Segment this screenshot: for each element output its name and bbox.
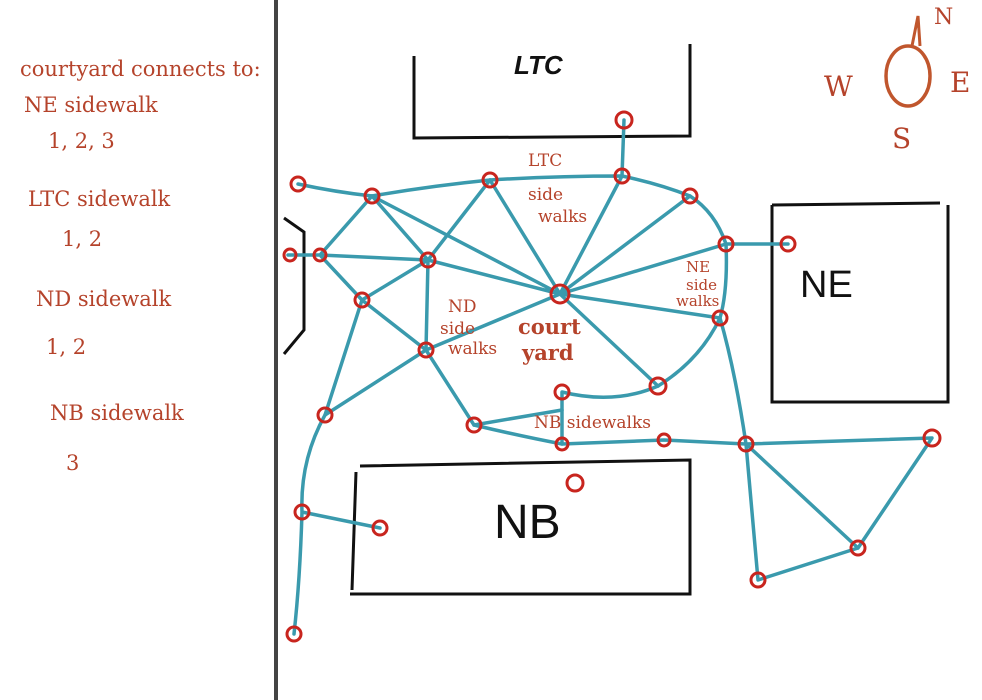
node <box>316 406 334 424</box>
sidewalk-network <box>286 118 934 636</box>
nb-sidewalks-label: NB sidewalks <box>534 413 651 433</box>
ltc-building-label: LTC <box>514 50 564 80</box>
node <box>779 235 797 253</box>
courtyard-spokes <box>370 174 728 388</box>
node <box>312 247 328 263</box>
nb-building <box>350 458 692 596</box>
node <box>656 432 672 448</box>
node <box>285 625 303 643</box>
node <box>614 110 634 130</box>
node <box>549 283 571 305</box>
note-ltc-sidewalk: LTC sidewalk <box>28 187 171 211</box>
ne-sidewalks-label-2: side <box>686 276 717 294</box>
node <box>717 235 735 253</box>
west-south-path <box>292 413 382 636</box>
compass-north-arrow <box>910 15 922 47</box>
notes-panel: courtyard connects to: NE sidewalk 1, 2,… <box>20 57 261 475</box>
node <box>553 383 571 401</box>
compass-w: W <box>824 70 853 103</box>
node <box>711 309 729 327</box>
buildings <box>282 44 950 596</box>
nd-sidewalks-label-3: walks <box>448 339 497 359</box>
node <box>737 435 755 453</box>
note-ne-values: 1, 2, 3 <box>48 129 115 153</box>
compass-n: N <box>934 5 953 30</box>
region-labels: LTC side walks NE side walks ND side wal… <box>440 151 719 433</box>
node <box>613 167 631 185</box>
compass-s: S <box>892 122 911 155</box>
ltc-building <box>412 44 692 140</box>
note-nd-sidewalk: ND sidewalk <box>36 287 171 311</box>
node <box>282 247 298 263</box>
node <box>565 473 585 493</box>
note-ne-sidewalk: NE sidewalk <box>24 93 158 117</box>
node <box>554 436 570 452</box>
ne-sidewalks-label-1: NE <box>686 258 710 276</box>
courtyard-label-2: yard <box>521 340 574 365</box>
path-nodes <box>282 110 942 643</box>
ltc-sidewalks-label-2: side <box>528 185 563 205</box>
note-nb-sidewalk: NB sidewalk <box>50 401 184 425</box>
ne-building <box>770 201 950 404</box>
node <box>481 171 499 189</box>
node <box>922 428 942 448</box>
node <box>289 175 307 193</box>
nb-south-path <box>472 408 748 446</box>
node <box>363 187 381 205</box>
compass-ring <box>884 44 932 108</box>
nd-sidewalks-label-1: ND <box>448 297 477 317</box>
ltc-sidewalks-label-3: walks <box>538 207 587 227</box>
node <box>419 251 437 269</box>
compass: N E S W <box>824 5 970 155</box>
ne-east-path <box>560 242 934 582</box>
ne-sidewalks-label-3: walks <box>676 292 719 310</box>
note-nb-values: 3 <box>66 451 79 475</box>
node <box>849 539 867 557</box>
node <box>749 571 767 589</box>
west-edge-path <box>286 178 492 427</box>
nd-building-edge <box>282 216 306 355</box>
note-nd-values: 1, 2 <box>46 335 86 359</box>
nd-sidewalks-label-2: side <box>440 319 475 339</box>
node <box>417 341 435 359</box>
node <box>681 187 699 205</box>
node <box>353 291 371 309</box>
note-ltc-values: 1, 2 <box>62 227 102 251</box>
ltc-sidewalks-label-1: LTC <box>528 151 562 171</box>
node <box>465 416 483 434</box>
courtyard-label-1: court <box>518 314 581 339</box>
node <box>293 503 311 521</box>
notes-heading: courtyard connects to: <box>20 57 261 81</box>
ne-building-label: NE <box>800 264 853 306</box>
nb-building-label: NB <box>494 496 561 549</box>
compass-e: E <box>950 66 970 99</box>
node <box>371 519 389 537</box>
node <box>648 376 668 396</box>
